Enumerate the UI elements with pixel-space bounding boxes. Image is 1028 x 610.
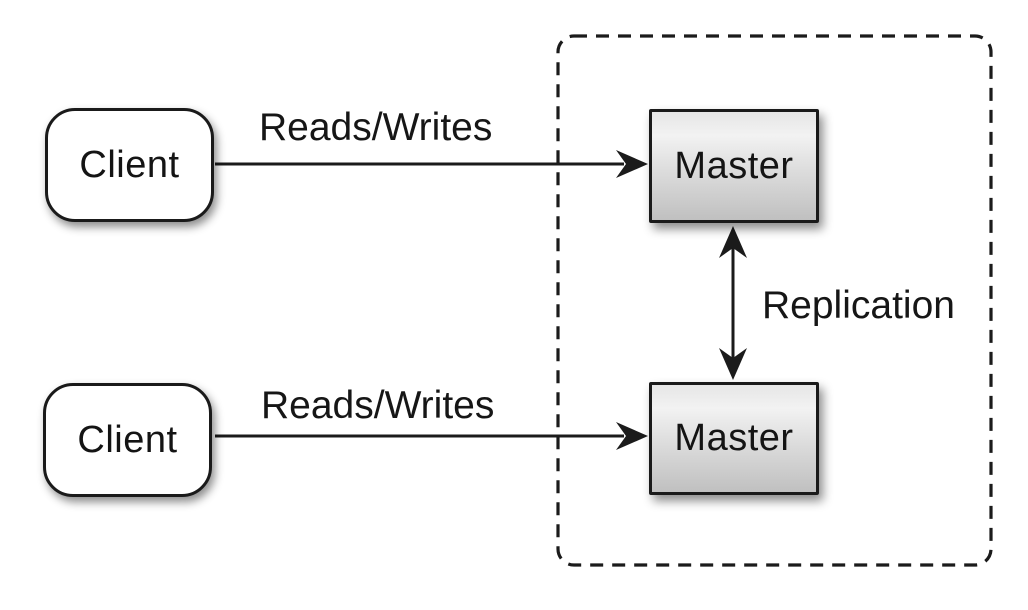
arrowhead-up — [719, 226, 747, 258]
arrowhead-right — [616, 422, 648, 450]
replication-group-boundary — [556, 34, 993, 567]
node-master-bottom-label: Master — [674, 417, 794, 459]
edge-reads-writes-bottom — [215, 422, 648, 450]
arrowhead-right — [616, 150, 648, 178]
edge-reads-writes-top — [215, 150, 648, 178]
edge-label-reads-writes-top: Reads/Writes — [259, 106, 493, 149]
node-client-bottom-label: Client — [77, 418, 178, 461]
node-client-top: Client — [45, 108, 214, 222]
edge-replication — [719, 226, 747, 380]
node-client-bottom: Client — [43, 383, 212, 497]
node-client-top-label: Client — [79, 143, 180, 186]
edge-label-reads-writes-bottom: Reads/Writes — [261, 384, 495, 427]
edge-label-replication: Replication — [762, 284, 955, 327]
arrowhead-down — [719, 348, 747, 380]
node-master-top: Master — [649, 109, 819, 223]
node-master-top-label: Master — [674, 144, 794, 187]
node-master-bottom: Master — [649, 382, 819, 495]
